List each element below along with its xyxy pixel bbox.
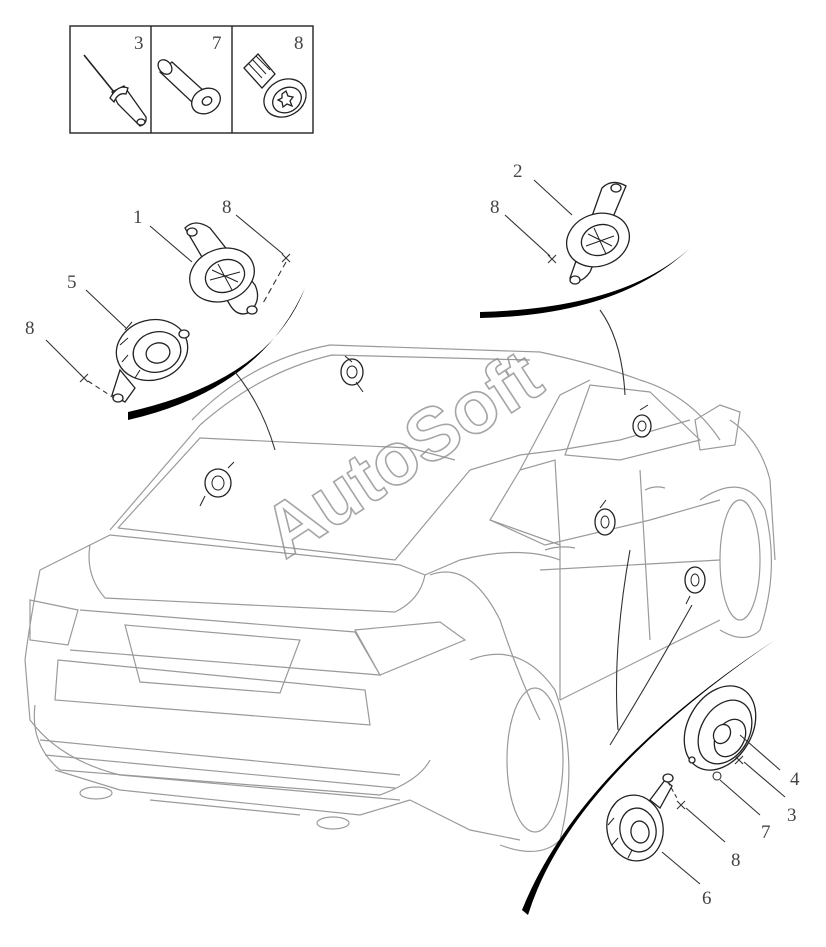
detail-arc-bottom-right bbox=[522, 549, 775, 915]
part-1-tweeter bbox=[184, 222, 259, 315]
callout-7: 7 bbox=[761, 822, 771, 843]
callout-8-bottom: 8 bbox=[731, 850, 741, 871]
callout-6: 6 bbox=[702, 888, 712, 909]
car-speaker-front-door-tweeter bbox=[632, 404, 652, 438]
legend-number-8: 8 bbox=[294, 33, 304, 54]
part-5-speaker bbox=[111, 318, 190, 403]
callout-2: 2 bbox=[513, 161, 523, 182]
callout-4: 4 bbox=[790, 769, 800, 790]
torx-screw-icon bbox=[243, 53, 307, 118]
callout-8-top-right: 8 bbox=[490, 197, 500, 218]
rivet-icon bbox=[83, 54, 147, 127]
callout-5: 5 bbox=[67, 272, 77, 293]
plastic-plug-icon bbox=[157, 59, 221, 115]
callout-3: 3 bbox=[787, 805, 797, 826]
legend-number-3: 3 bbox=[134, 33, 144, 54]
car-speaker-roof bbox=[340, 355, 364, 393]
part-6-speaker bbox=[606, 773, 674, 862]
part-4-woofer bbox=[683, 685, 757, 771]
car-outline bbox=[24, 344, 776, 853]
detail-arc-left bbox=[128, 288, 305, 451]
watermark-text: AutoSoft bbox=[249, 334, 556, 574]
legend-number-7: 7 bbox=[212, 33, 222, 54]
callout-8-top-left: 8 bbox=[222, 197, 232, 218]
car-speaker-rear-shelf bbox=[199, 461, 235, 507]
car-speaker-rear-door bbox=[594, 499, 616, 536]
fastener-markers bbox=[79, 253, 744, 810]
car-speaker-front-door bbox=[684, 566, 706, 605]
fastener-legend: 3 7 8 bbox=[69, 25, 314, 134]
leader-lines bbox=[45, 179, 786, 885]
callout-8-left: 8 bbox=[25, 318, 35, 339]
callout-numbers: 1 2 8 8 5 8 4 3 7 8 6 bbox=[25, 161, 800, 909]
detail-arc-top-right bbox=[480, 248, 690, 396]
part-2-tweeter bbox=[565, 181, 631, 285]
callout-1: 1 bbox=[133, 207, 143, 228]
